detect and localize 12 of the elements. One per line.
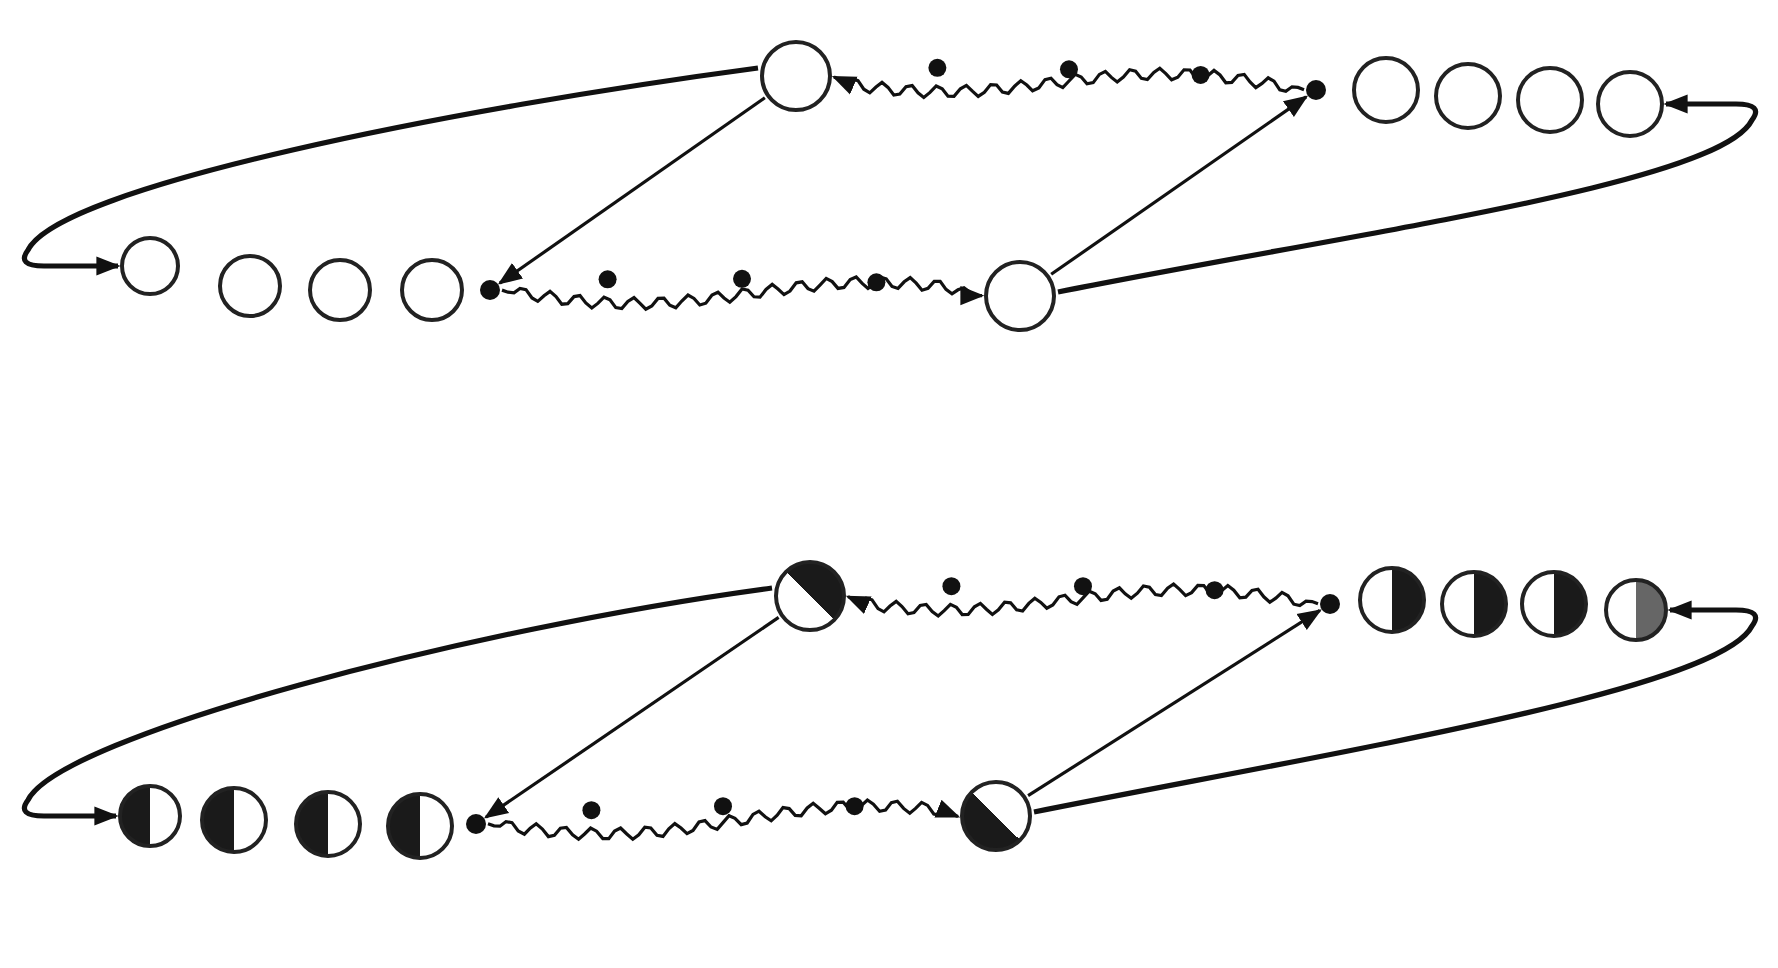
loop-arrow — [22, 585, 773, 826]
wavy-arrow — [845, 581, 1319, 619]
wavy-arrow — [831, 66, 1305, 100]
arrow — [1050, 95, 1309, 276]
arrow — [497, 96, 766, 285]
arrow — [483, 616, 780, 819]
arrow — [1027, 609, 1322, 797]
loop-arrow — [1033, 600, 1758, 815]
wavy-arrow — [487, 797, 961, 842]
loop-arrow — [1057, 94, 1758, 295]
wavy-arrow — [501, 275, 985, 312]
loop-arrow — [22, 65, 759, 276]
